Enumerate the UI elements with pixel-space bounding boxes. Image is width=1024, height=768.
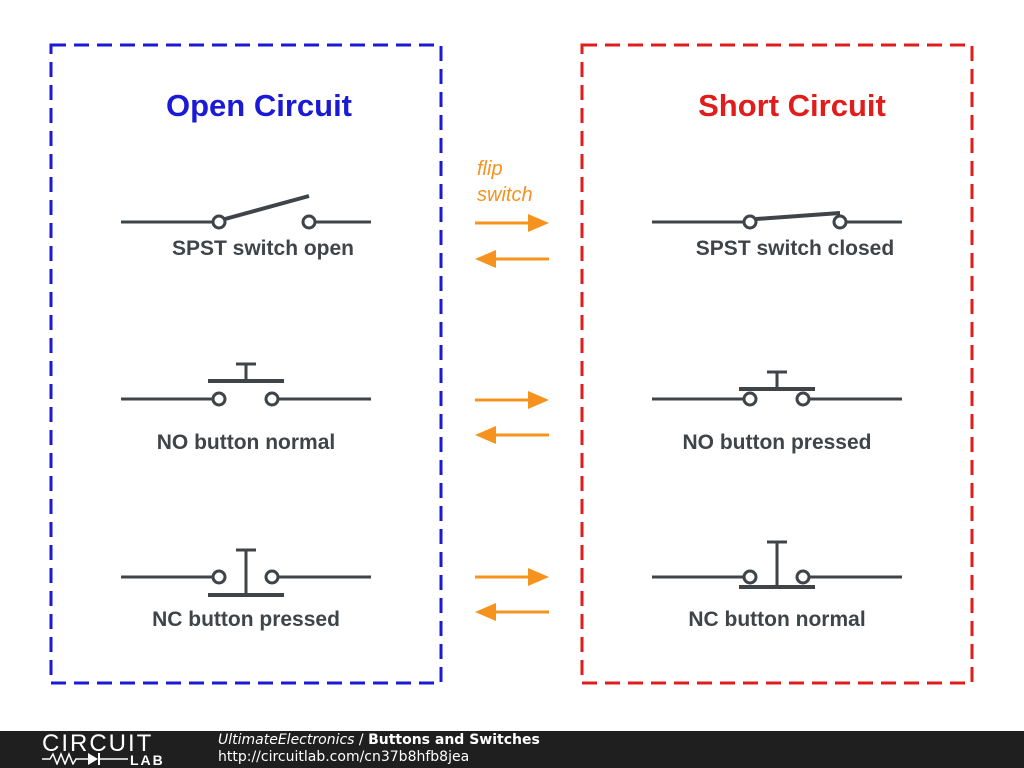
- no-button-pressed-symbol: [652, 370, 902, 407]
- nc-button-normal-symbol: [652, 540, 902, 589]
- arrow-group-no-button: [475, 391, 549, 444]
- right-arrow-icon: [475, 568, 549, 586]
- switch-comparison-diagram: Open Circuit Short Circuit SPST switch o…: [49, 43, 974, 685]
- arrow-group-nc-button: [475, 568, 549, 621]
- no-button-normal-label: NO button normal: [157, 431, 335, 454]
- footer-page-title[interactable]: Buttons and Switches: [368, 732, 540, 748]
- nc-button-normal-label: NC button normal: [688, 608, 865, 631]
- no-button-normal-symbol: [121, 362, 371, 407]
- right-arrow-icon: [475, 391, 549, 409]
- short-circuit-panel: [580, 43, 974, 685]
- footer-bar: CIRCUIT LAB UltimateElectronics / Button…: [0, 731, 1024, 768]
- spst-switch-closed-label: SPST switch closed: [696, 237, 894, 260]
- logo-bottom-text: LAB: [130, 752, 165, 768]
- circuitlab-logo[interactable]: CIRCUIT LAB: [42, 731, 182, 768]
- spst-switch-open-label: SPST switch open: [172, 237, 354, 260]
- open-circuit-panel: [49, 43, 443, 685]
- flip-switch-label-line2: switch: [477, 184, 533, 206]
- right-arrow-icon: [475, 214, 549, 232]
- spst-switch-open-symbol: [121, 194, 371, 230]
- no-button-pressed-label: NO button pressed: [682, 431, 871, 454]
- left-arrow-icon: [475, 603, 549, 621]
- spst-switch-closed-symbol: [652, 211, 902, 230]
- nc-button-pressed-label: NC button pressed: [152, 608, 340, 631]
- footer-breadcrumb: UltimateElectronics / Buttons and Switch…: [218, 732, 540, 749]
- left-arrow-icon: [475, 426, 549, 444]
- resistor-diode-icon: [42, 751, 128, 765]
- footer-site-link[interactable]: UltimateElectronics: [218, 732, 355, 748]
- footer-separator: /: [354, 732, 369, 748]
- left-arrow-icon: [475, 250, 549, 268]
- flip-switch-label-line1: flip: [477, 158, 503, 180]
- open-circuit-title: Open Circuit: [166, 88, 352, 123]
- nc-button-pressed-symbol: [121, 548, 371, 597]
- short-circuit-title: Short Circuit: [698, 88, 886, 123]
- logo-top-text: CIRCUIT: [42, 730, 154, 757]
- footer-url[interactable]: http://circuitlab.com/cn37b8hfb8jea: [218, 749, 470, 765]
- arrow-group-spst: [475, 214, 549, 268]
